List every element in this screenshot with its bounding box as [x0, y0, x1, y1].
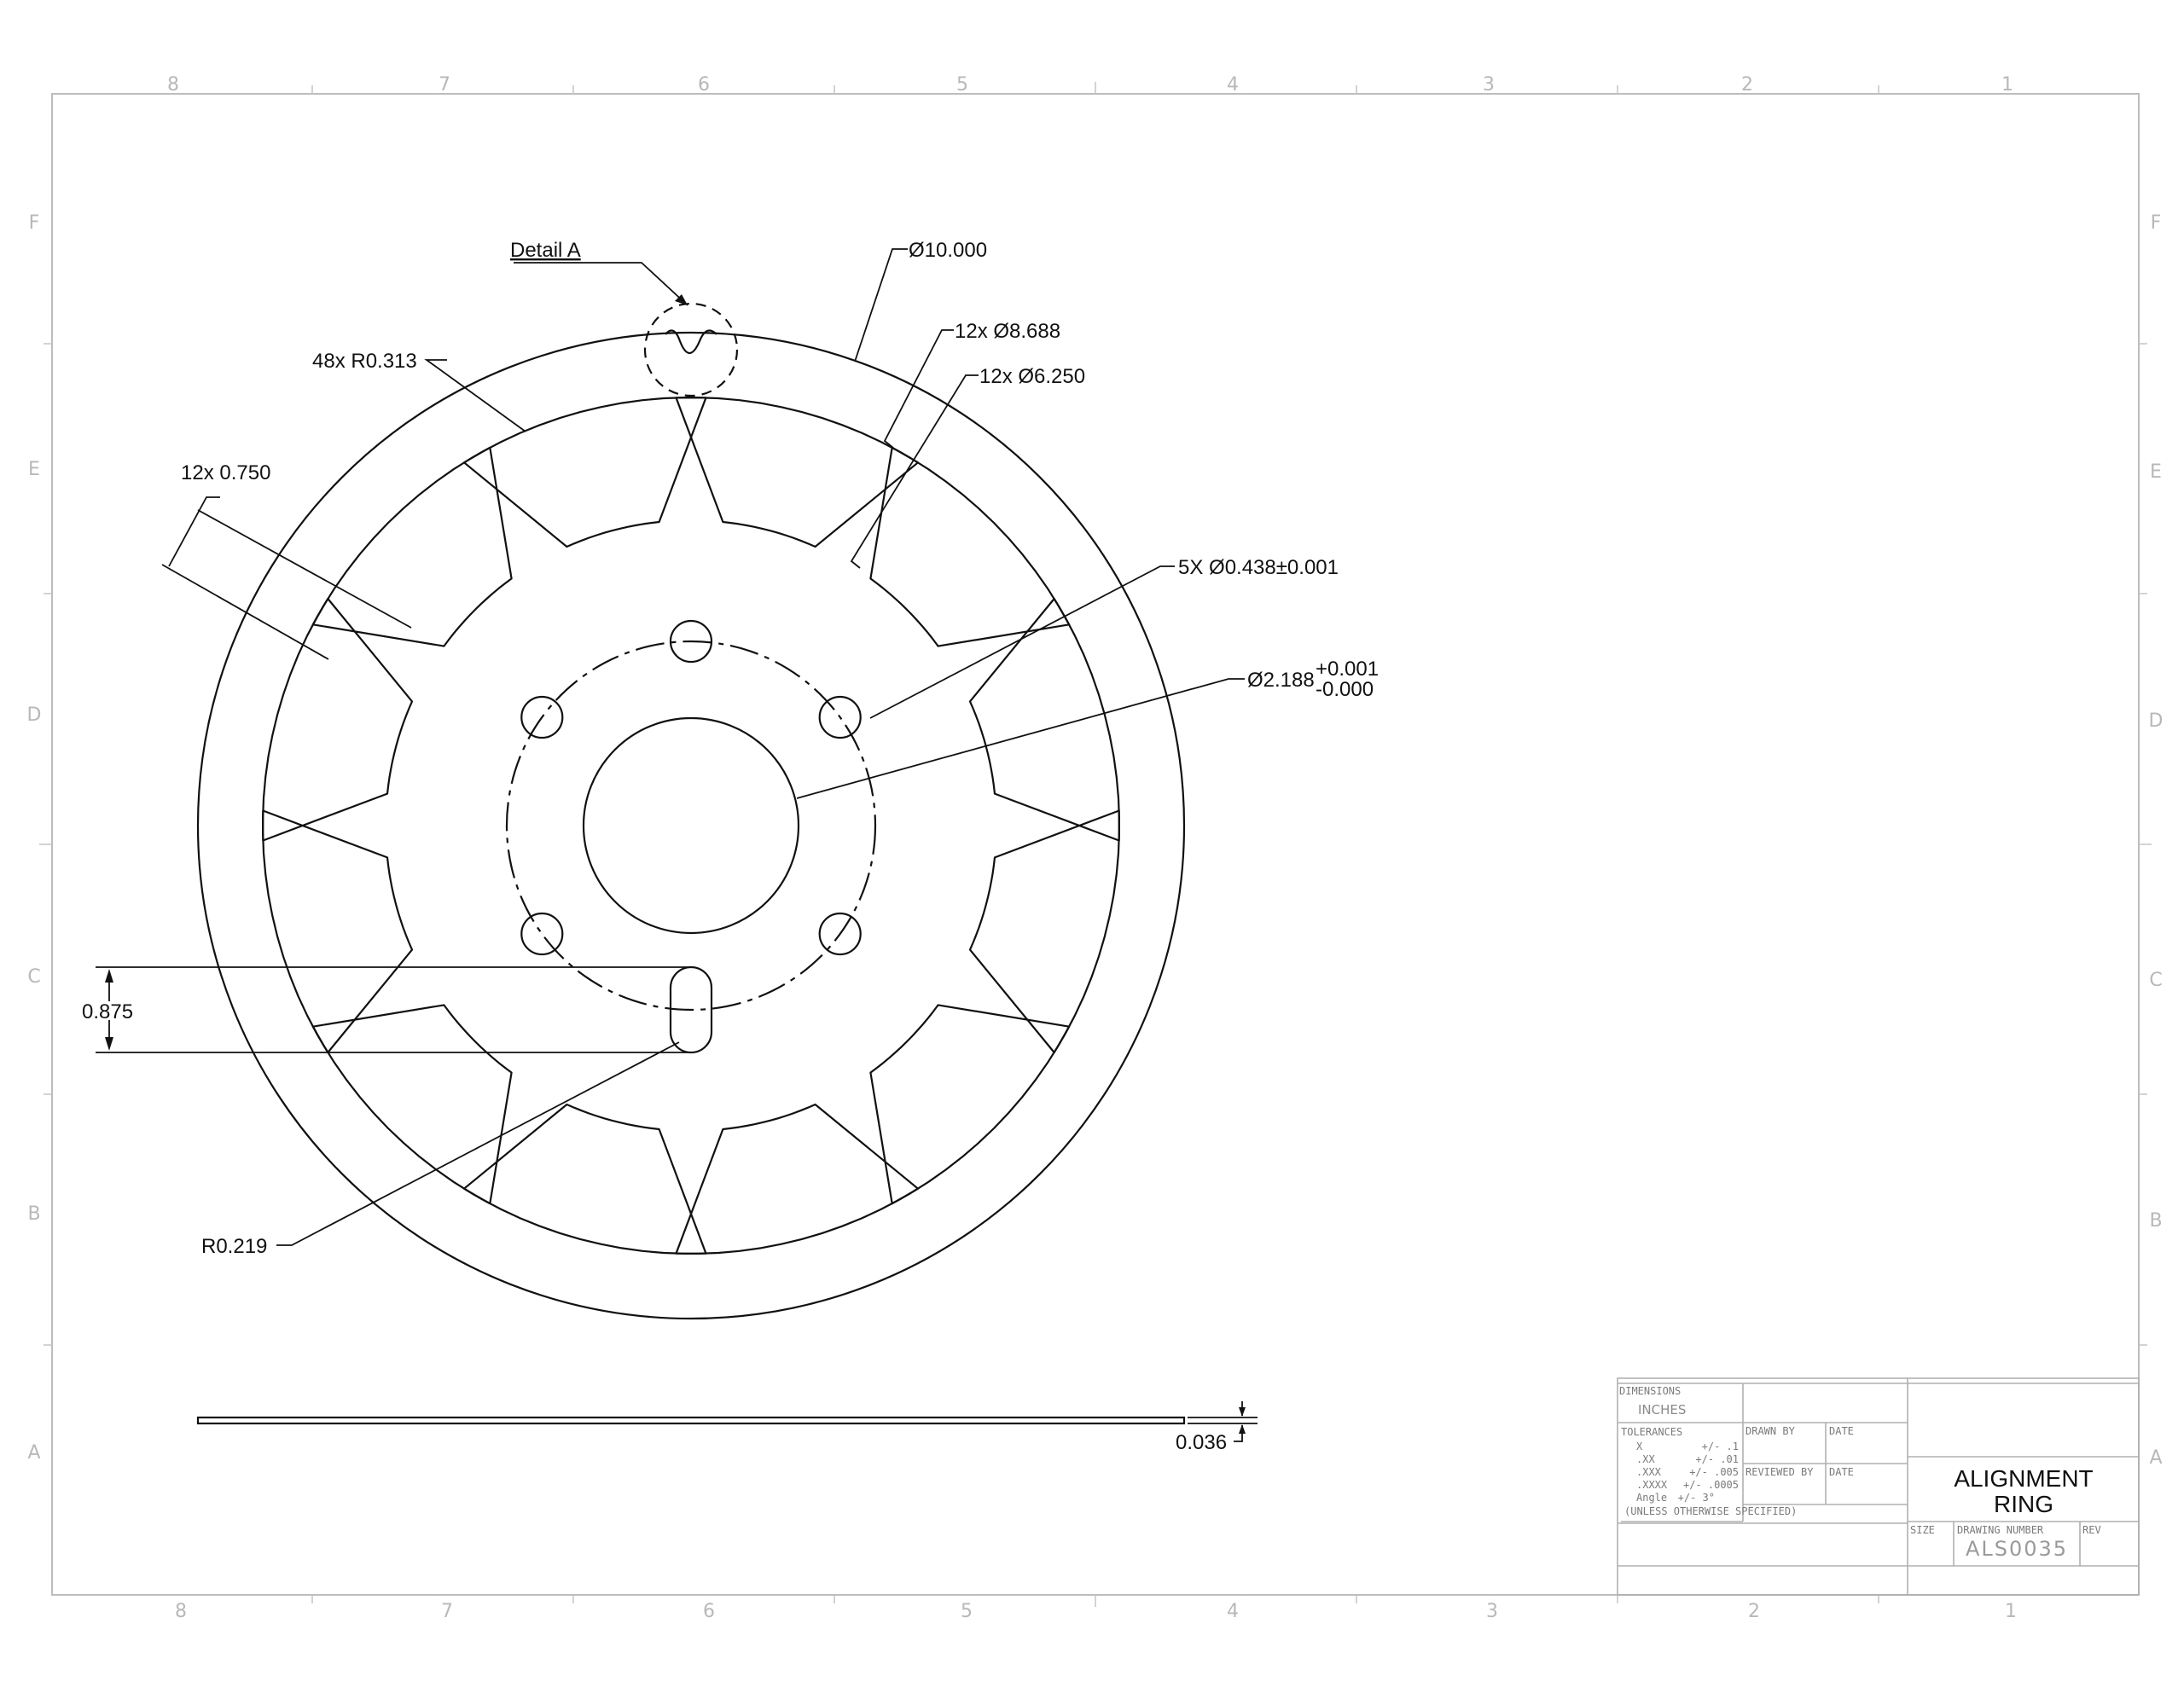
dimensions-label: DIMENSIONS — [1619, 1385, 1681, 1397]
zone-row-left-f: F — [29, 212, 40, 234]
lightening-slots — [262, 397, 1120, 1255]
zone-ticks — [39, 82, 2152, 1607]
zone-col-bottom-7: 2 — [1748, 1601, 1760, 1622]
lightening-slot — [675, 397, 920, 548]
bolt-hole — [669, 619, 713, 664]
size-label: SIZE — [1910, 1524, 1935, 1536]
slot-length-label: 0.875 — [82, 1000, 133, 1023]
zone-col-top-1: 8 — [167, 74, 179, 96]
bore-tolerance-minus: -0.000 — [1316, 678, 1374, 701]
zone-col-top-6: 3 — [1483, 74, 1495, 96]
bore-diameter-label: Ø2.188 — [1247, 669, 1315, 692]
tolerance-key-3: .XXX — [1636, 1466, 1662, 1478]
bolt-holes — [520, 619, 862, 956]
unless-note: (UNLESS OTHERWISE SPECIFIED) — [1624, 1505, 1797, 1517]
lightening-slot — [262, 809, 414, 1054]
zone-col-bottom-2: 7 — [441, 1601, 453, 1622]
zone-col-top-7: 2 — [1741, 74, 1753, 96]
tolerance-val-4: +/- .0005 — [1683, 1479, 1739, 1491]
zone-col-bottom-1: 8 — [175, 1601, 187, 1622]
corner-radius-label: 48x R0.313 — [312, 350, 417, 373]
zone-col-top-2: 7 — [439, 74, 450, 96]
outer-diameter-label: Ø10.000 — [909, 239, 987, 262]
tolerances-label: TOLERANCES — [1621, 1426, 1682, 1438]
detail-a-circle — [643, 302, 739, 397]
zone-labels: 8 7 6 5 4 3 2 1 8 7 6 5 4 3 2 1 F E D C … — [27, 74, 2164, 1622]
tolerance-key-2: .XX — [1636, 1453, 1655, 1465]
lightening-slot — [462, 397, 707, 548]
drawn-by-label: DRAWN BY — [1745, 1425, 1796, 1437]
lightening-slot — [462, 1103, 707, 1255]
slot-radius-label: R0.219 — [201, 1235, 267, 1258]
reviewed-by-label: REVIEWED BY — [1745, 1466, 1814, 1478]
lightening-slot — [262, 597, 414, 842]
zone-row-right-b: B — [2149, 1210, 2162, 1232]
lightening-slot — [311, 446, 513, 647]
lightening-slot — [968, 597, 1120, 842]
date-label-2: DATE — [1829, 1466, 1854, 1478]
title-line-1: ALIGNMENT — [1954, 1465, 2093, 1492]
rev-label: REV — [2082, 1524, 2101, 1536]
zone-row-right-f: F — [2151, 212, 2162, 234]
zone-col-bottom-3: 6 — [703, 1601, 715, 1622]
zone-col-bottom-6: 3 — [1486, 1601, 1498, 1622]
dimension-lines — [96, 248, 1258, 1442]
callout-labels: Detail A Ø10.000 12x Ø8.688 12x Ø6.250 4… — [82, 239, 1379, 1454]
bolt-holes-label: 5X Ø0.438±0.001 — [1178, 556, 1339, 579]
lightening-slot — [311, 1004, 513, 1205]
zone-col-bottom-4: 5 — [961, 1601, 973, 1622]
lightening-slot — [968, 809, 1120, 1054]
zone-col-top-5: 4 — [1227, 74, 1239, 96]
title-line-2: RING — [1994, 1491, 2053, 1517]
zone-col-top-8: 1 — [2001, 74, 2013, 96]
lightening-slot — [675, 1103, 920, 1255]
spoke-width-label: 12x 0.750 — [181, 461, 270, 484]
zone-row-left-d: D — [27, 704, 42, 726]
tolerance-val-3: +/- .005 — [1689, 1466, 1739, 1478]
drawing-border — [51, 93, 2140, 1596]
bolt-hole — [520, 912, 564, 956]
bolt-hole — [520, 695, 564, 739]
detail-a-label: Detail A — [510, 239, 581, 262]
tolerance-val-5: +/- 3° — [1678, 1492, 1715, 1504]
units-value: INCHES — [1638, 1402, 1686, 1417]
lightening-slot — [869, 446, 1071, 647]
side-view-profile — [196, 1416, 1186, 1425]
bolt-circle — [505, 640, 877, 1012]
zone-row-left-c: C — [27, 966, 40, 988]
tolerance-val-2: +/- .01 — [1695, 1453, 1739, 1465]
zone-row-left-a: A — [27, 1442, 40, 1464]
title-block: DIMENSIONS INCHES TOLERANCES X +/- .1 .X… — [1617, 1377, 2140, 1596]
zone-row-right-d: D — [2149, 710, 2164, 732]
zone-col-top-4: 5 — [956, 74, 968, 96]
zone-row-left-e: E — [28, 459, 40, 480]
thickness-label: 0.036 — [1176, 1431, 1227, 1454]
zone-row-right-e: E — [2150, 461, 2162, 483]
slot-outer-diameter-label: 12x Ø8.688 — [955, 320, 1060, 343]
tolerance-val-1: +/- .1 — [1702, 1441, 1739, 1452]
tolerance-key-4: .XXXX — [1636, 1479, 1668, 1491]
zone-row-right-a: A — [2149, 1447, 2162, 1469]
zone-col-bottom-5: 4 — [1227, 1601, 1239, 1622]
ring-part — [196, 302, 1186, 1320]
date-label-1: DATE — [1829, 1425, 1854, 1437]
bolt-hole — [818, 695, 862, 739]
bolt-hole — [818, 912, 862, 956]
drawing-number-value: ALS0035 — [1966, 1537, 2068, 1561]
rim-notch — [665, 329, 717, 355]
zone-row-left-b: B — [27, 1203, 40, 1225]
zone-col-top-3: 6 — [698, 74, 710, 96]
lightening-slot — [869, 1004, 1071, 1205]
bore-tolerance-plus: +0.001 — [1316, 658, 1379, 681]
tolerance-key-5: Angle — [1636, 1492, 1667, 1504]
center-bore — [582, 716, 800, 935]
ring-outer-edge — [196, 331, 1186, 1320]
drawing-number-label: DRAWING NUMBER — [1957, 1524, 2044, 1536]
tolerance-key-1: X — [1636, 1441, 1643, 1452]
zone-col-bottom-8: 1 — [2005, 1601, 2017, 1622]
slot-inner-diameter-label: 12x Ø6.250 — [979, 365, 1085, 388]
zone-row-right-c: C — [2149, 970, 2162, 991]
